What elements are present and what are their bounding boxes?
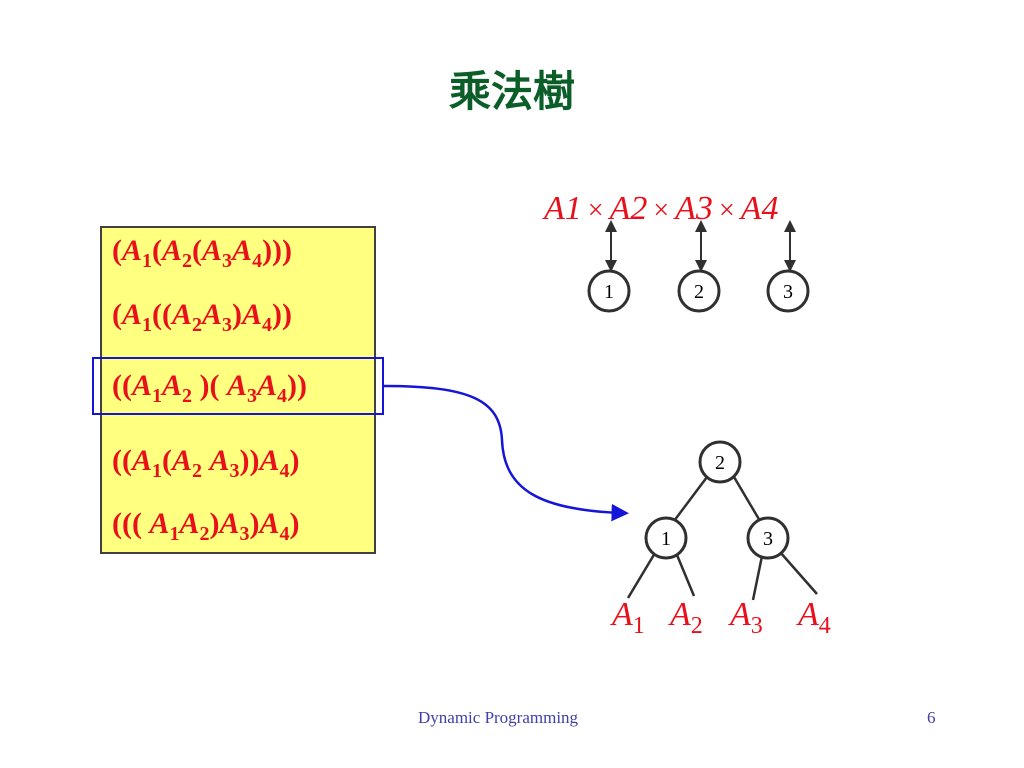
leaf-2-base: A — [670, 596, 691, 633]
tree-node-left — [644, 516, 688, 560]
expression-1: (A1(A2(A3A4))) — [112, 234, 293, 272]
leaf-4-base: A — [798, 596, 819, 633]
tree-edge-right-a3 — [751, 555, 764, 601]
tree-node-left-label: 1 — [661, 528, 671, 550]
connector-arrow — [383, 384, 629, 522]
leaf-3-base: A — [730, 596, 751, 633]
times-operator-2: × — [653, 195, 670, 226]
tree-leaf-3: A3 — [730, 596, 763, 640]
leaf-1-sub: 1 — [632, 613, 645, 639]
expression-4: ((A1(A2 A3))A4) — [112, 444, 300, 482]
footer-title: Dynamic Programming — [418, 708, 579, 727]
tree-edge-root-right — [732, 476, 762, 522]
split-node-1-label: 1 — [604, 281, 614, 303]
expression-5: ((( A1A2)A3)A4) — [112, 507, 300, 545]
times-operator-1: × — [587, 195, 604, 226]
tree-leaf-2: A2 — [670, 596, 703, 640]
split-node-2 — [677, 269, 721, 313]
parenthesization-box — [100, 226, 376, 554]
leaf-4-sub: 4 — [818, 613, 831, 639]
tree-node-root-label: 2 — [715, 452, 725, 474]
product-term-1: A1 — [544, 190, 582, 227]
slide-title: 乘法樹 — [448, 67, 575, 116]
product-term-4: A4 — [740, 190, 779, 227]
leaf-2-sub: 2 — [690, 613, 703, 639]
tree-leaf-4: A4 — [798, 596, 831, 640]
expression-2: (A1((A2A3)A4)) — [112, 298, 293, 336]
split-node-3 — [766, 269, 810, 313]
leaf-3-sub: 3 — [750, 613, 763, 639]
tree-edge-root-left — [673, 476, 708, 522]
split-node-2-label: 2 — [694, 281, 704, 303]
tree-leaf-1: A1 — [612, 596, 645, 640]
tree-node-right-label: 3 — [763, 528, 773, 550]
matrix-product: A1×A2×A3×A4 — [544, 190, 779, 228]
split-node-3-label: 3 — [783, 281, 793, 303]
tree-node-root — [698, 440, 742, 484]
page-number: 6 — [927, 708, 936, 727]
split-node-1 — [587, 269, 631, 313]
expression-3: ((A1A2 )( A3A4)) — [112, 369, 308, 407]
leaf-1-base: A — [612, 596, 633, 633]
highlight-box — [92, 357, 384, 415]
tree-edge-right-a4 — [779, 551, 818, 595]
tree-edge-left-a2 — [675, 554, 696, 597]
tree-node-right — [746, 516, 790, 560]
tree-edge-left-a1 — [626, 552, 657, 599]
times-operator-3: × — [718, 195, 735, 226]
